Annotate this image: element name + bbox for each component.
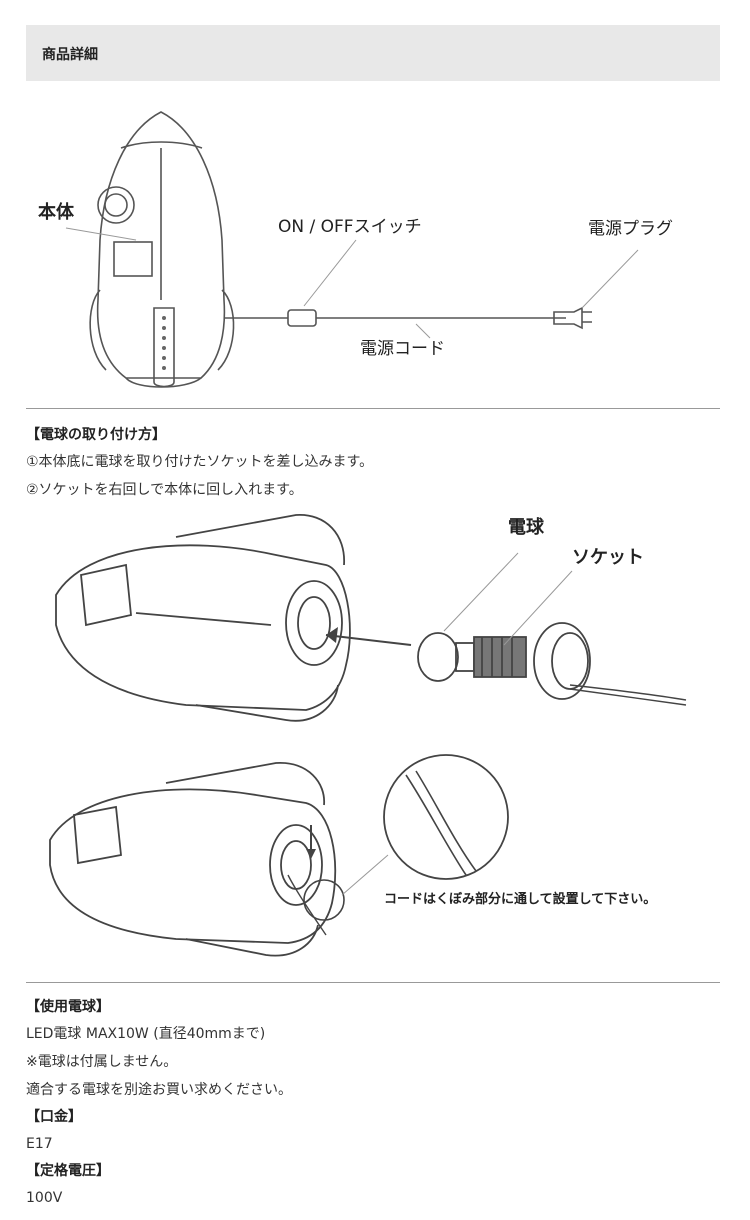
label-socket: ソケット: [572, 547, 644, 568]
divider-1: [26, 408, 720, 409]
spec-base-value: E17: [26, 1136, 53, 1152]
spec-base-heading: 【口金】: [26, 1109, 82, 1125]
label-switch: ON / OFFスイッチ: [278, 217, 422, 237]
label-plug: 電源プラグ: [588, 219, 673, 239]
label-cord-note: コードはくぼみ部分に通して設置して下さい。: [384, 891, 656, 907]
spec-bulb-value: LED電球 MAX10W (直径40mmまで): [26, 1026, 266, 1042]
socket-insertion-diagram: 電球 ソケット: [55, 514, 687, 722]
magnified-detail-circle: [383, 754, 509, 880]
install-step-2: ②ソケットを右回しで本体に回し入れます。: [26, 482, 303, 498]
cord-notch-circle: [303, 879, 345, 921]
spec-bulb-heading: 【使用電球】: [26, 999, 110, 1015]
lamp-overview-diagram: 本体 ON / OFFスイッチ 電源プラグ 電源コード: [38, 111, 673, 388]
section-title: 商品詳細: [42, 47, 98, 63]
label-body: 本体: [38, 201, 75, 223]
install-heading: 【電球の取り付け方】: [26, 427, 166, 443]
spec-voltage-value: 100V: [26, 1190, 63, 1206]
label-cord: 電源コード: [360, 339, 445, 359]
section-header: 商品詳細: [26, 25, 720, 81]
cord-routing-diagram: コードはくぼみ部分に通して設置して下さい。: [49, 754, 656, 957]
socket-icon: [473, 622, 591, 700]
install-step-1: ①本体底に電球を取り付けたソケットを差し込みます。: [26, 454, 374, 470]
divider-2: [26, 982, 720, 983]
bulb-icon: [417, 632, 475, 682]
spec-bulb-note-2: 適合する電球を別途お買い求めください。: [26, 1082, 292, 1098]
spec-bulb-note-1: ※電球は付属しません。: [26, 1054, 178, 1070]
rocket-side-body: [55, 544, 351, 711]
onoff-switch: [287, 309, 317, 327]
spec-voltage-heading: 【定格電圧】: [26, 1163, 110, 1179]
rocket-body: [96, 111, 226, 379]
power-plug: [553, 306, 592, 330]
socket-cord: [569, 684, 687, 706]
label-bulb: 電球: [508, 517, 545, 538]
